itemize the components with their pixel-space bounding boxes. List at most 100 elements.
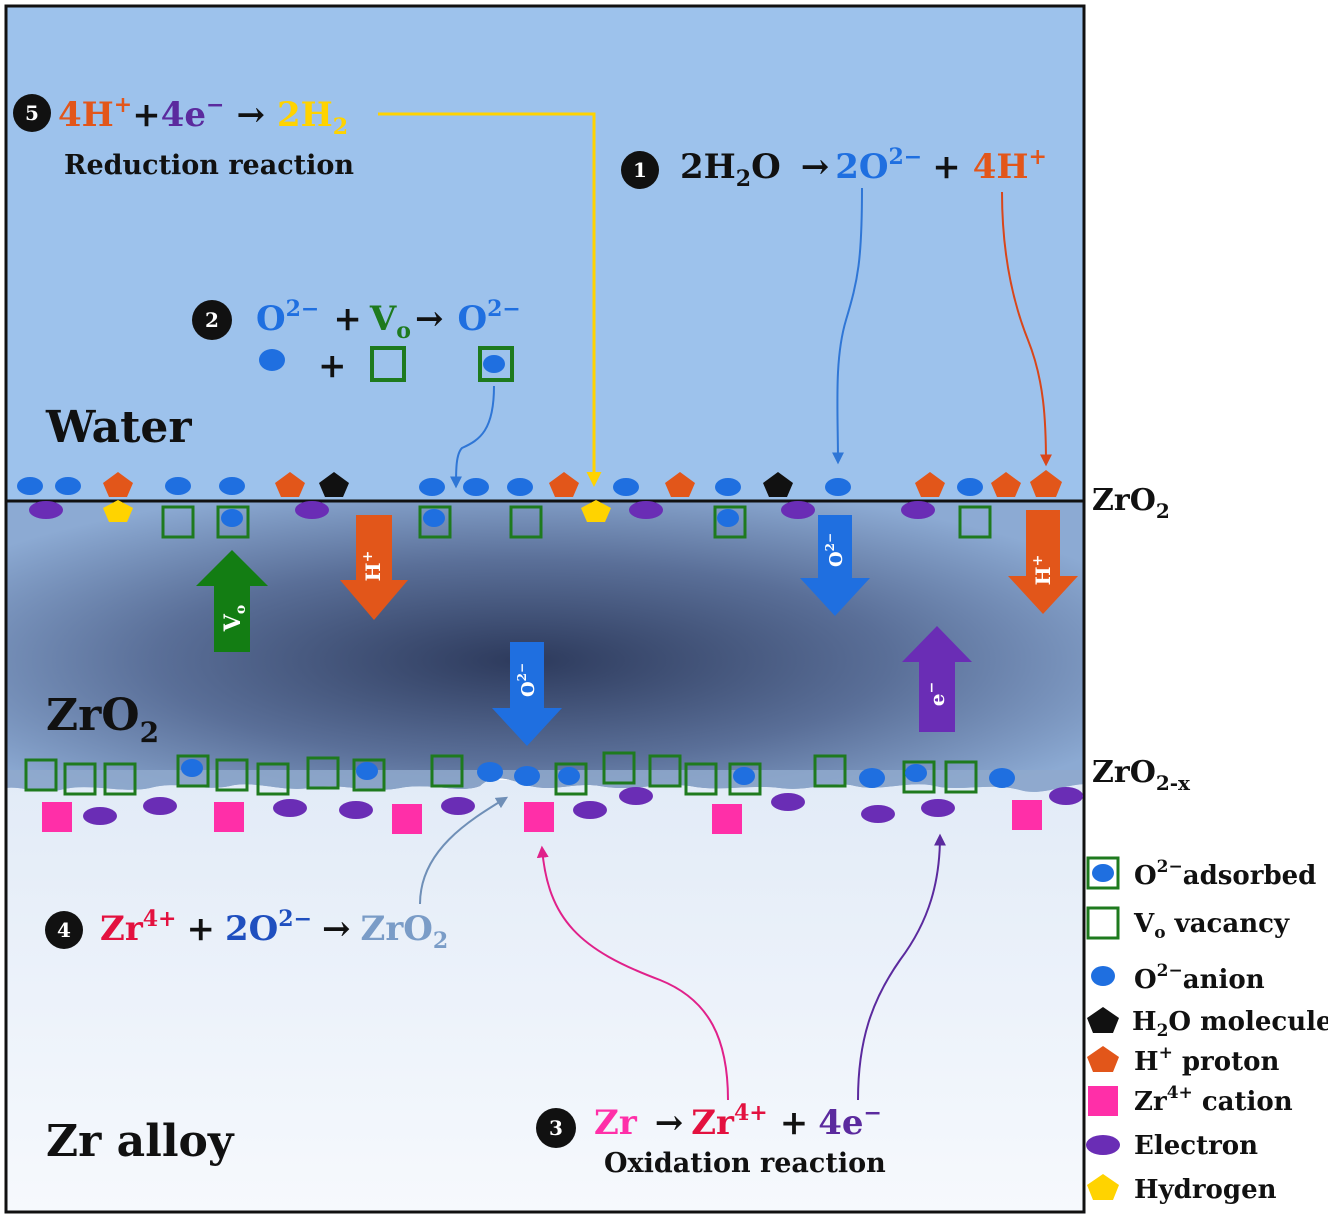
vacancy-icon [161,505,195,539]
vacancy-icon [24,758,58,792]
electron-icon [1049,787,1083,805]
svg-text:O2−: O2− [823,533,847,567]
vo-flux-arrow: Vo [196,550,268,652]
h-proton-icon [1030,470,1062,497]
interface-bottom-label: ZrO2-x [1092,755,1191,795]
svg-text:Hydrogen: Hydrogen [1134,1175,1277,1205]
electron-icon [143,797,177,815]
o-adsorbed-icon [713,505,747,539]
bottom-interface-species [24,751,1015,796]
reaction-2: 2 O2−+Vo→O2− + [192,296,521,386]
step-badge-1 [621,151,659,189]
svg-text:3: 3 [549,1116,563,1140]
svg-text:Vo vacancy: Vo vacancy [1133,909,1290,943]
o-adsorbed-icon [478,346,514,382]
reaction-1-equation: 2H2O→2O2−+4H+ [680,144,1047,192]
reaction-3: 3 Zr→Zr4++4e− Oxidation reaction [536,1100,886,1179]
legend-item-electron: Electron [1086,1131,1258,1161]
legend-item-hydrogen: Hydrogen [1087,1174,1277,1205]
alloy-label: Zr alloy [46,1116,235,1167]
o-anion-icon [859,768,885,788]
vacancy-icon [215,758,249,792]
zr-cation-icon [712,804,742,834]
o-adsorbed-icon [176,754,210,788]
o-adsorbed-icon [1086,856,1120,890]
vacancy-icon [306,756,340,790]
svg-text:O2−adsorbed: O2−adsorbed [1134,857,1316,891]
hydrogen-icon [581,500,611,522]
subsurface-species [29,500,992,539]
zr-cation-icon [392,804,422,834]
o-anion-icon [55,477,81,495]
svg-text:Vo: Vo [220,605,249,632]
vacancy-icon [648,754,682,788]
vacancy-icon [256,762,290,796]
vacancy-icon [1086,906,1120,940]
electron-icon [295,501,329,519]
electron-icon [921,799,955,817]
svg-text:H2O molecule: H2O molecule [1132,1007,1328,1041]
svg-text:1: 1 [633,158,647,182]
electron-icon [771,793,805,811]
vacancy-icon [103,762,137,796]
reaction-4: 4 Zr4++2O2−→ZrO2 [45,906,448,954]
vacancy-icon [684,762,718,796]
adsorption-path-arrow [450,385,495,489]
svg-text:H+ proton: H+ proton [1134,1043,1279,1077]
reaction-5-equation: 4H++4e−→2H2 [58,92,348,140]
svg-text:2: 2 [205,308,219,332]
electron-icon [441,797,475,815]
h-proton-icon [1087,1046,1119,1072]
o-adsorbed-icon [418,505,452,539]
svg-text:+: + [318,346,347,386]
vacancy-icon [813,754,847,788]
o-anion-icon [259,349,285,371]
step-badge-3 [536,1108,576,1148]
o-anion-flux-arrow-1: O2− [800,515,870,616]
legend-item-o-adsorbed: O2−adsorbed [1086,856,1316,891]
electron-icon [29,501,63,519]
svg-text:Zr4+ cation: Zr4+ cation [1134,1083,1293,1117]
svg-text:e−: e− [924,682,949,706]
h-proton-icon [991,472,1021,497]
svg-text:O2−: O2− [515,663,539,697]
o-anion-icon [715,478,741,496]
oxide-region [6,500,1084,792]
step-badge-5 [13,94,51,132]
h2o-molecule-icon [1087,1007,1119,1033]
h-proton-icon [549,472,579,497]
oxidation-label: Oxidation reaction [604,1148,886,1179]
o-adsorbed-icon [554,762,588,796]
o-anion-icon [1091,966,1115,986]
electron-icon [861,805,895,823]
electron-icon [781,501,815,519]
vacancy-icon [63,762,97,796]
svg-text:Electron: Electron [1134,1131,1258,1161]
o-anion-icon [17,477,43,495]
zr-cation-icon [42,802,72,832]
water-region [6,6,1084,500]
o-anion-icon [613,478,639,496]
o-anion-icon [957,478,983,496]
vacancy-icon [944,760,978,794]
electron-icon [83,807,117,825]
hydrogen-icon [1087,1174,1119,1200]
electron-icon [273,799,307,817]
o-anion-icon [463,478,489,496]
proton-path-arrow [1001,191,1052,467]
legend: O2−adsorbed Vo vacancy O2−anion H2O mole… [1086,856,1328,1205]
zr-cation-icon [214,802,244,832]
alloy-surface-species [42,787,1083,834]
o-anion-icon [477,762,503,782]
o-adsorbed-icon [216,505,250,539]
zr-cation-icon [1012,800,1042,830]
hydrogen-icon [103,500,133,522]
hydrogen-path-line [378,112,602,487]
vacancy-icon [370,346,406,382]
electron-icon [629,501,663,519]
legend-item-zr-cation: Zr4+ cation [1088,1083,1293,1117]
oxide-formation-path-arrow [419,796,509,905]
o-anion-icon [419,478,445,496]
electron-flux-arrow: e− [902,626,972,732]
